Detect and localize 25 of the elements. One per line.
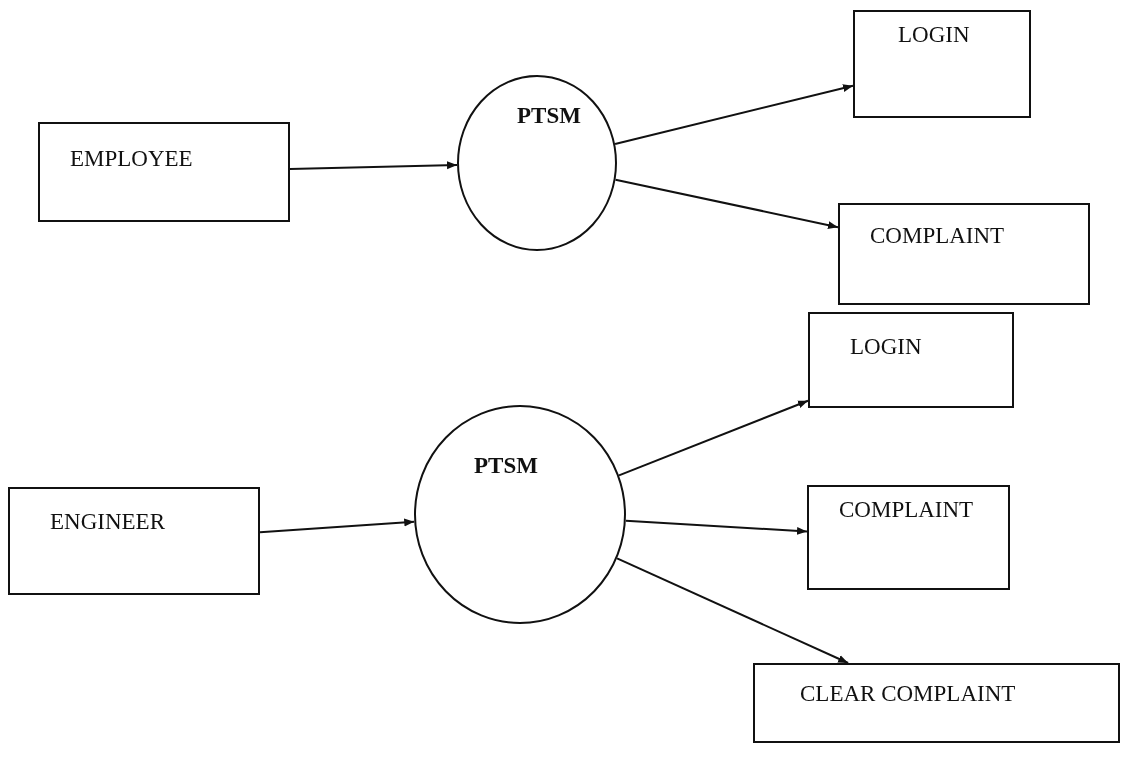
node-label: CLEAR COMPLAINT bbox=[800, 681, 1016, 707]
entity-box bbox=[38, 122, 290, 222]
node-label: EMPLOYEE bbox=[70, 146, 193, 172]
entity-box bbox=[8, 487, 260, 595]
entity-box bbox=[838, 203, 1090, 305]
arrow bbox=[259, 518, 416, 534]
entity-box bbox=[807, 485, 1010, 590]
entity-box bbox=[753, 663, 1120, 743]
node-label: COMPLAINT bbox=[839, 497, 974, 523]
entity-box bbox=[808, 312, 1014, 408]
arrow bbox=[616, 557, 850, 664]
arrow bbox=[614, 84, 854, 145]
arrow bbox=[289, 161, 458, 170]
process-circle bbox=[414, 405, 626, 624]
node-label: PTSM bbox=[474, 453, 538, 479]
node-label: LOGIN bbox=[898, 22, 970, 48]
entity-box bbox=[853, 10, 1031, 118]
node-label: PTSM bbox=[517, 103, 581, 129]
arrow bbox=[618, 399, 809, 477]
node-label: COMPLAINT bbox=[870, 223, 1005, 249]
process-circle bbox=[457, 75, 617, 251]
node-label: LOGIN bbox=[850, 334, 922, 360]
node-label: ENGINEER bbox=[50, 509, 165, 535]
arrow bbox=[614, 178, 839, 229]
arrow bbox=[624, 519, 808, 535]
